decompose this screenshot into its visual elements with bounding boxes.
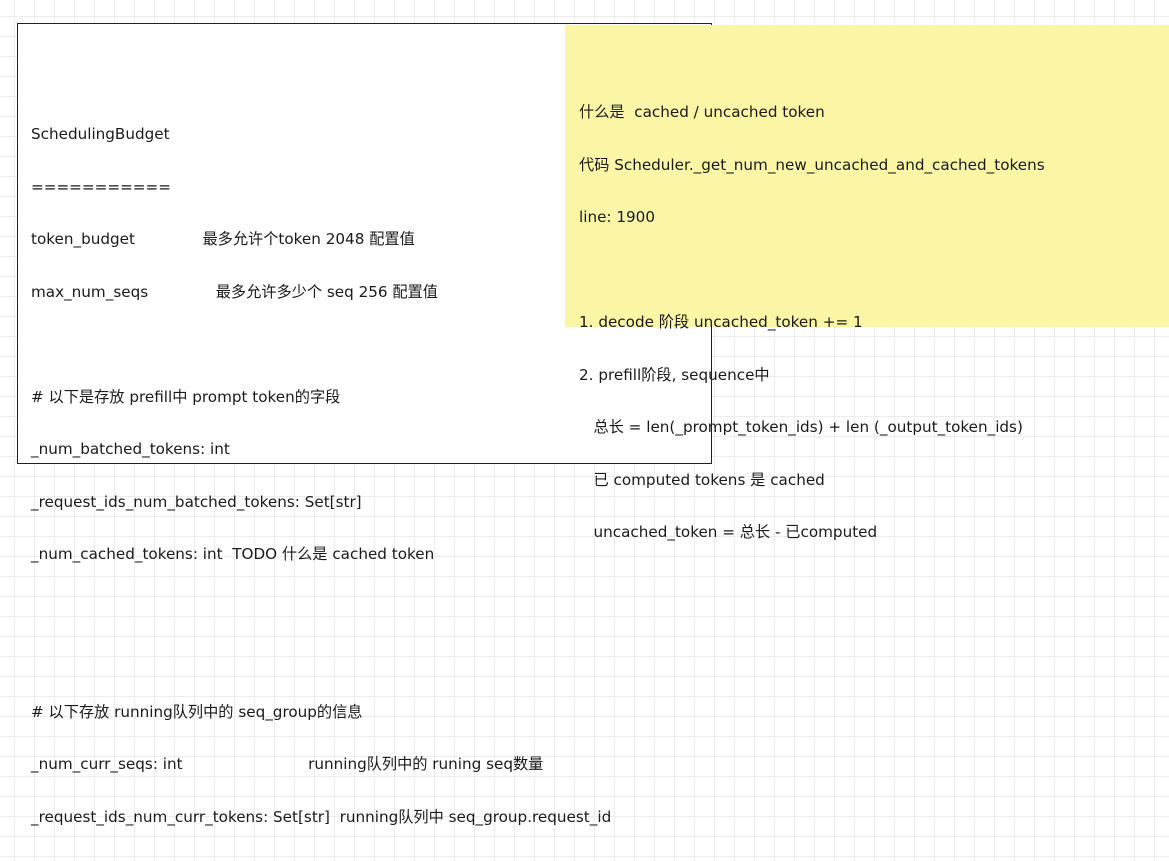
- box-line-num-curr-seqs: _num_curr_seqs: int running队列中的 runing s…: [31, 755, 544, 773]
- box-line-max-num-seqs: max_num_seqs 最多允许多少个 seq 256 配置值: [31, 282, 438, 301]
- box-line-title: SchedulingBudget: [31, 125, 170, 143]
- box-line-blank: [31, 651, 611, 669]
- box-line-blank: [31, 599, 611, 617]
- note-line-computed: 已 computed tokens 是 cached: [579, 470, 825, 489]
- note-line-code-ref: 代码 Scheduler._get_num_new_uncached_and_c…: [579, 155, 1045, 174]
- note-line-blank: [579, 262, 1045, 280]
- whiteboard-canvas: SchedulingBudget =========== token_budge…: [17, 23, 1169, 825]
- sticky-note[interactable]: [565, 25, 1169, 327]
- note-line-heading: 什么是 cached / uncached token: [579, 103, 825, 121]
- box-line-num-batched-tokens: _num_batched_tokens: int: [31, 440, 230, 458]
- box-line-running-comment: # 以下存放 running队列中的 seq_group的信息: [31, 702, 363, 721]
- note-line-line-number: line: 1900: [579, 208, 656, 226]
- box-line-num-cached-tokens: _num_cached_tokens: int TODO 什么是 cached …: [31, 545, 435, 563]
- box-line-token-budget: token_budget 最多允许个token 2048 配置值: [31, 230, 415, 248]
- note-line-prefill: 2. prefill阶段, sequence中: [579, 365, 770, 384]
- note-line-decode: 1. decode 阶段 uncached_token += 1: [579, 313, 863, 331]
- box-line-separator: ===========: [31, 177, 171, 196]
- box-line-blank: [31, 336, 611, 354]
- note-line-total-length: 总长 = len(_prompt_token_ids) + len (_outp…: [579, 418, 1023, 436]
- box-line-request-ids-curr: _request_ids_num_curr_tokens: Set[str] r…: [31, 807, 612, 826]
- scheduling-budget-text: SchedulingBudget =========== token_budge…: [31, 91, 611, 861]
- box-line-request-ids-batched: _request_ids_num_batched_tokens: Set[str…: [31, 492, 362, 511]
- sticky-note-text: 什么是 cached / uncached token 代码 Scheduler…: [579, 69, 1045, 577]
- note-line-uncached: uncached_token = 总长 - 已computed: [579, 523, 878, 541]
- box-line-prefill-comment: # 以下是存放 prefill中 prompt token的字段: [31, 387, 341, 406]
